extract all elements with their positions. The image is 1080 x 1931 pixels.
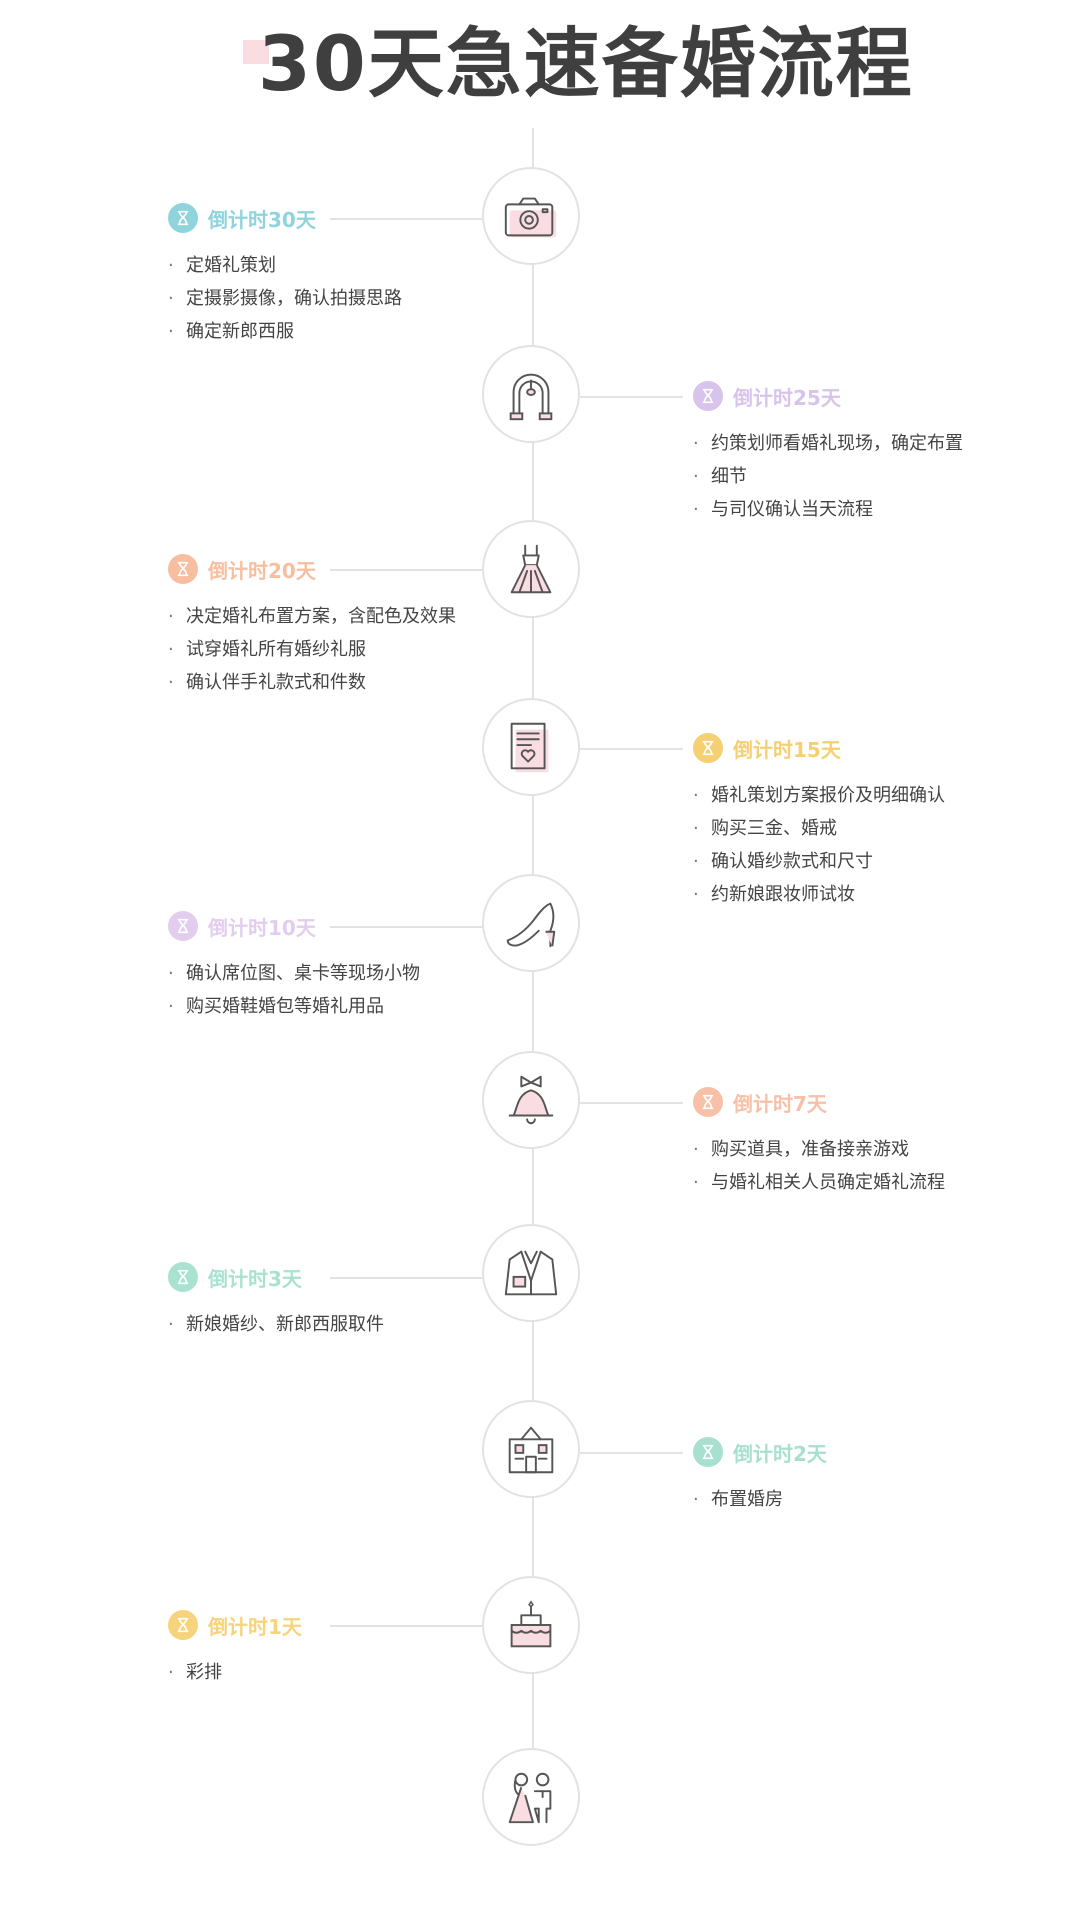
countdown-badge <box>693 733 723 763</box>
task-list: 购买道具，准备接亲游戏与婚礼相关人员确定婚礼流程 <box>693 1133 945 1199</box>
task-item: 婚礼策划方案报价及明细确认 <box>693 779 945 812</box>
countdown-badge <box>693 1437 723 1467</box>
task-item: 确认婚纱款式和尺寸 <box>693 845 945 878</box>
countdown-label: 倒计时10天 <box>208 915 316 940</box>
timeline-node <box>482 1051 580 1149</box>
timeline-node <box>482 1576 580 1674</box>
timeline-node <box>482 520 580 618</box>
stage-connector <box>330 1625 482 1627</box>
countdown-label: 倒计时2天 <box>733 1441 827 1466</box>
stage-header: 倒计时3天 <box>168 1262 302 1292</box>
timeline-node <box>482 874 580 972</box>
camera-icon <box>504 197 557 238</box>
stage-header: 倒计时20天 <box>168 554 316 584</box>
task-item: 定摄影摄像，确认拍摄思路 <box>168 282 402 315</box>
task-item: 布置婚房 <box>693 1483 783 1516</box>
task-item: 决定婚礼布置方案，含配色及效果 <box>168 600 456 633</box>
task-item: 确认席位图、桌卡等现场小物 <box>168 957 420 990</box>
countdown-label: 倒计时1天 <box>208 1614 302 1639</box>
task-item: 约新娘跟妆师试妆 <box>693 878 945 911</box>
bride-groom-icon <box>508 1772 552 1824</box>
stage-connector <box>330 926 482 928</box>
countdown-badge <box>168 203 198 233</box>
stage-connector <box>330 218 482 220</box>
countdown-label: 倒计时15天 <box>733 737 841 762</box>
stage-connector <box>330 569 482 571</box>
task-item: 确认伴手礼款式和件数 <box>168 666 456 699</box>
house-icon <box>508 1426 554 1474</box>
hourglass-icon <box>177 210 189 226</box>
task-list: 决定婚礼布置方案，含配色及效果试穿婚礼所有婚纱礼服确认伴手礼款式和件数 <box>168 600 456 699</box>
hourglass-icon <box>177 1617 189 1633</box>
stage-header: 倒计时25天 <box>693 381 841 411</box>
countdown-label: 倒计时3天 <box>208 1266 302 1291</box>
task-item: 彩排 <box>168 1656 222 1689</box>
hourglass-icon <box>702 1094 714 1110</box>
countdown-badge <box>168 1610 198 1640</box>
timeline-spine <box>532 128 534 1828</box>
bell-icon <box>508 1075 554 1125</box>
task-list: 约策划师看婚礼现场，确定布置细节与司仪确认当天流程 <box>693 427 963 526</box>
task-item: 约策划师看婚礼现场，确定布置 <box>693 427 963 460</box>
stage-connector <box>580 396 683 398</box>
countdown-badge <box>168 554 198 584</box>
stage-connector <box>580 1452 683 1454</box>
title-accent <box>243 40 269 64</box>
countdown-label: 倒计时30天 <box>208 207 316 232</box>
stage-header: 倒计时7天 <box>693 1087 827 1117</box>
document-heart-icon <box>510 722 549 773</box>
task-item: 购买三金、婚戒 <box>693 812 945 845</box>
task-item: 定婚礼策划 <box>168 249 402 282</box>
hourglass-icon <box>177 561 189 577</box>
task-item: 与司仪确认当天流程 <box>693 493 963 526</box>
task-list: 婚礼策划方案报价及明细确认购买三金、婚戒确认婚纱款式和尺寸约新娘跟妆师试妆 <box>693 779 945 911</box>
task-list: 布置婚房 <box>693 1483 783 1516</box>
task-list: 彩排 <box>168 1656 222 1689</box>
stage-header: 倒计时2天 <box>693 1437 827 1467</box>
timeline-node-final <box>482 1748 580 1846</box>
hourglass-icon <box>177 1269 189 1285</box>
task-list: 定婚礼策划定摄影摄像，确认拍摄思路确定新郎西服 <box>168 249 402 348</box>
cake-icon <box>510 1600 552 1648</box>
timeline-node <box>482 698 580 796</box>
hourglass-icon <box>177 918 189 934</box>
page-title: 30天急速备婚流程 <box>258 19 914 108</box>
countdown-label: 倒计时7天 <box>733 1091 827 1116</box>
countdown-badge <box>693 1087 723 1117</box>
task-list: 确认席位图、桌卡等现场小物购买婚鞋婚包等婚礼用品 <box>168 957 420 1023</box>
countdown-badge <box>168 1262 198 1292</box>
hourglass-icon <box>702 740 714 756</box>
suit-icon <box>504 1250 558 1296</box>
stage-header: 倒计时15天 <box>693 733 841 763</box>
countdown-label: 倒计时20天 <box>208 558 316 583</box>
timeline-node <box>482 345 580 443</box>
task-item: 新娘婚纱、新郎西服取件 <box>168 1308 384 1341</box>
task-item: 与婚礼相关人员确定婚礼流程 <box>693 1166 945 1199</box>
task-item: 购买道具，准备接亲游戏 <box>693 1133 945 1166</box>
stage-connector <box>580 748 683 750</box>
timeline-node <box>482 1224 580 1322</box>
high-heel-icon <box>506 902 556 948</box>
wedding-dress-icon <box>510 544 552 594</box>
task-item: 细节 <box>693 460 963 493</box>
countdown-badge <box>168 911 198 941</box>
flower-arch-icon <box>509 373 553 421</box>
timeline-node <box>482 1400 580 1498</box>
countdown-badge <box>693 381 723 411</box>
stage-header: 倒计时10天 <box>168 911 316 941</box>
task-item: 购买婚鞋婚包等婚礼用品 <box>168 990 420 1023</box>
stage-connector <box>330 1277 482 1279</box>
countdown-label: 倒计时25天 <box>733 385 841 410</box>
timeline-node <box>482 167 580 265</box>
hourglass-icon <box>702 388 714 404</box>
task-item: 确定新郎西服 <box>168 315 402 348</box>
stage-connector <box>580 1102 683 1104</box>
task-list: 新娘婚纱、新郎西服取件 <box>168 1308 384 1341</box>
hourglass-icon <box>702 1444 714 1460</box>
stage-header: 倒计时1天 <box>168 1610 302 1640</box>
task-item: 试穿婚礼所有婚纱礼服 <box>168 633 456 666</box>
stage-header: 倒计时30天 <box>168 203 316 233</box>
